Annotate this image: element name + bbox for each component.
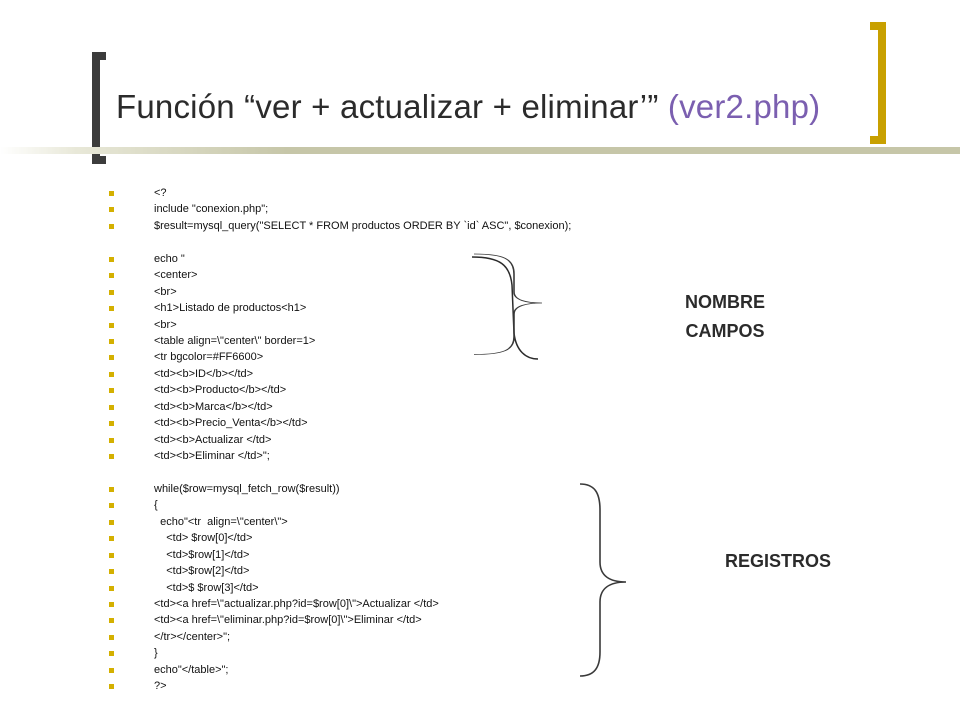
code-line: <td><a href=\"actualizar.php?id=$row[0]\… (108, 596, 668, 612)
code-line: while($row=mysql_fetch_row($result)) (108, 481, 668, 497)
nombre-campos-label: NOMBRE CAMPOS (640, 288, 810, 346)
nombre-label-line-1: NOMBRE (685, 292, 765, 312)
brace-nombre-campos (471, 256, 539, 360)
code-line: <td>$row[2]</td> (108, 563, 668, 579)
code-line: <td><b>Marca</b></td> (108, 399, 668, 415)
code-line: echo"</table>"; (108, 662, 668, 678)
code-line: <br> (108, 317, 668, 333)
code-line: ?> (108, 678, 668, 694)
code-line: } (108, 645, 668, 661)
code-line: <h1>Listado de productos<h1> (108, 300, 668, 316)
code-line-blank (108, 234, 668, 250)
title-bracket-left (92, 52, 106, 164)
code-line-blank (108, 464, 668, 480)
code-line: <tr bgcolor=#FF6600> (108, 349, 668, 365)
code-line: <center> (108, 267, 668, 283)
code-listing: <?include "conexion.php";$result=mysql_q… (108, 185, 668, 695)
brace-registros (579, 483, 627, 677)
code-line: $result=mysql_query("SELECT * FROM produ… (108, 218, 668, 234)
code-line: echo " (108, 251, 668, 267)
slide-title-main: Función “ver + actualizar + eliminar’” (116, 88, 668, 125)
code-line: echo"<tr align=\"center\"> (108, 514, 668, 530)
code-line: <td> $row[0]</td> (108, 530, 668, 546)
code-line: </tr></center>"; (108, 629, 668, 645)
code-line: <td><b>ID</b></td> (108, 366, 668, 382)
code-line: <td><b>Eliminar </td>"; (108, 448, 668, 464)
code-line: <? (108, 185, 668, 201)
nombre-label-line-2: CAMPOS (685, 321, 765, 341)
slide-title: Función “ver + actualizar + eliminar’” (… (116, 88, 820, 126)
code-line: <br> (108, 284, 668, 300)
code-line: include "conexion.php"; (108, 201, 668, 217)
code-line: <td><b>Actualizar </td> (108, 432, 668, 448)
code-line: <td><b>Precio_Venta</b></td> (108, 415, 668, 431)
title-underline (0, 147, 960, 154)
registros-label: REGISTROS (724, 551, 831, 571)
code-line: <table align=\"center\" border=1> (108, 333, 668, 349)
code-line: { (108, 497, 668, 513)
code-line: <td><b>Producto</b></td> (108, 382, 668, 398)
code-line: <td><a href=\"eliminar.php?id=$row[0]\">… (108, 612, 668, 628)
code-line: <td>$ $row[3]</td> (108, 580, 668, 596)
brace-nombre-campos-shape (473, 253, 543, 355)
code-line: <td>$row[1]</td> (108, 547, 668, 563)
title-bracket-right (870, 22, 886, 144)
slide-title-filename: (ver2.php) (667, 88, 821, 125)
